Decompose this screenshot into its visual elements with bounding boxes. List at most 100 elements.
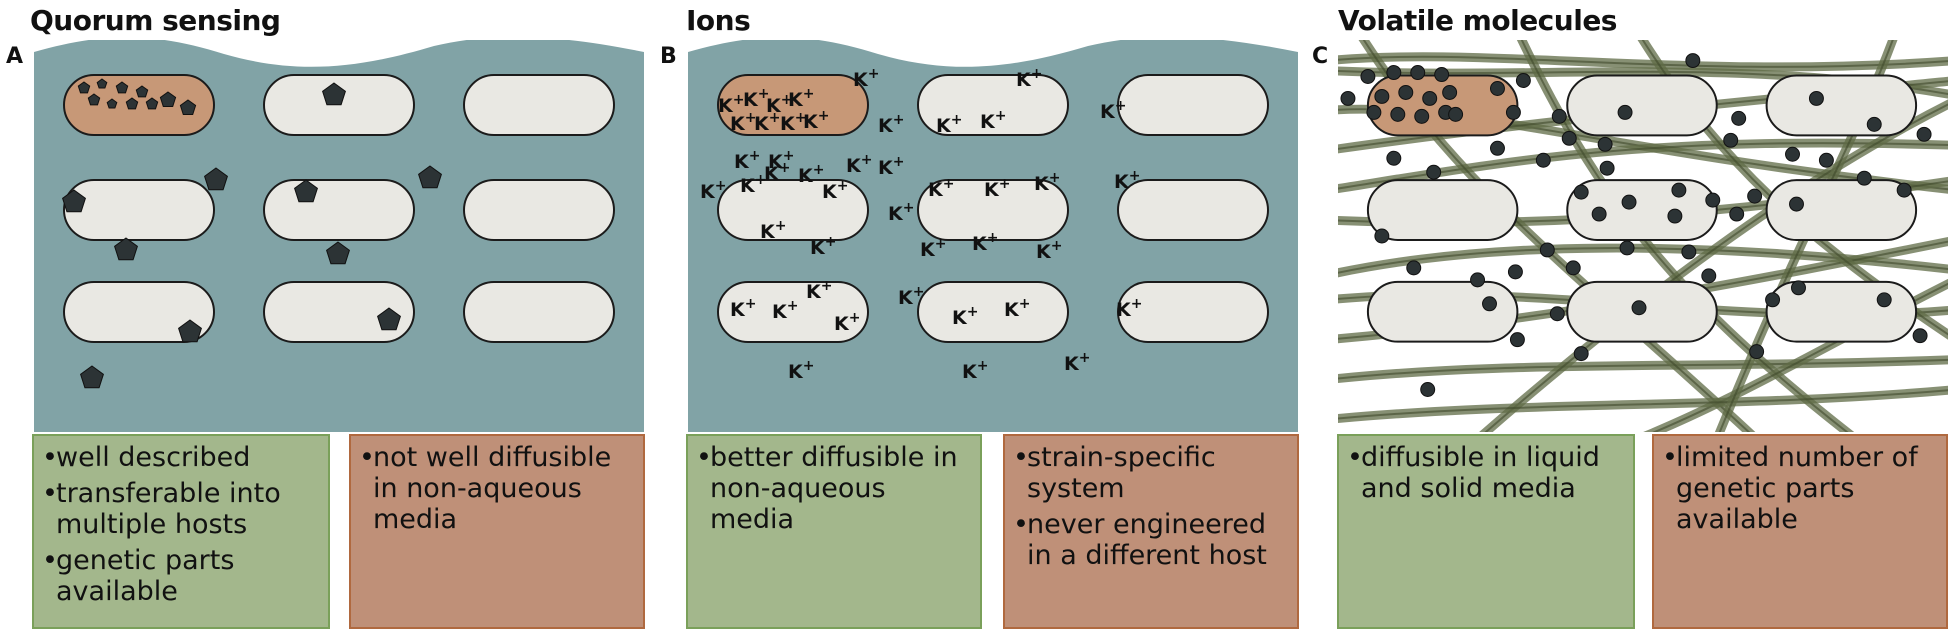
bacterial-cell — [1566, 74, 1718, 137]
volatile-dot-icon — [1705, 192, 1721, 208]
pentagon-molecule-icon — [77, 81, 91, 94]
volatile-dot-icon — [1509, 332, 1525, 348]
volatile-dot-icon — [1667, 208, 1683, 224]
potassium-ion-icon: K+ — [730, 110, 756, 135]
volatile-dot-icon — [1422, 90, 1438, 106]
con-item: not well diffusible in non-aqueous media — [359, 442, 635, 535]
volatile-dot-icon — [1374, 88, 1390, 104]
volatile-dot-icon — [1916, 126, 1932, 142]
fiber-strand — [1338, 142, 1948, 190]
con-item: never engineered in a different host — [1013, 509, 1289, 571]
fiber-strand — [1338, 389, 1948, 420]
pentagon-molecule-icon — [159, 91, 177, 107]
pentagon-molecule-icon — [135, 85, 149, 98]
volatile-dot-icon — [1374, 228, 1390, 244]
volatile-dot-icon — [1818, 152, 1834, 168]
volatile-dot-icon — [1414, 108, 1430, 124]
bacterial-cell — [1765, 74, 1918, 137]
volatile-dot-icon — [1856, 170, 1872, 186]
volatile-dot-icon — [1729, 206, 1745, 222]
volatile-dot-icon — [1912, 328, 1928, 344]
volatile-dot-icon — [1539, 242, 1555, 258]
volatile-dot-icon — [1808, 90, 1824, 106]
pentagon-molecule-icon — [96, 78, 108, 89]
volatile-dot-icon — [1785, 146, 1800, 162]
volatile-dot-icon — [1470, 272, 1486, 288]
pentagon-molecule-icon — [179, 99, 197, 115]
bacterial-cell — [63, 281, 215, 343]
panel-c-title: Volatile molecules — [1338, 4, 1617, 37]
volatile-dot-icon — [1671, 182, 1687, 198]
volatile-dot-icon — [1573, 346, 1589, 362]
volatile-dot-icon — [1398, 84, 1414, 100]
volatile-dot-icon — [1410, 65, 1426, 81]
pentagon-molecule-icon — [178, 319, 202, 343]
fiber-strand — [1338, 55, 1948, 68]
pro-item: well described — [42, 442, 320, 473]
panel-b-letter: B — [660, 44, 677, 69]
pentagon-molecule-icon — [204, 167, 228, 191]
volatile-dot-icon — [1406, 260, 1422, 276]
pentagon-molecule-icon — [377, 307, 401, 331]
volatile-dot-icon — [1573, 184, 1589, 200]
volatile-dot-icon — [1366, 104, 1382, 120]
bacterial-cell — [917, 74, 1069, 136]
bacterial-cell — [917, 179, 1069, 241]
producer-cell — [717, 74, 869, 136]
volatile-dot-icon — [1789, 196, 1804, 212]
fiber-strand — [1338, 358, 1948, 380]
bacterial-cell — [263, 281, 415, 343]
volatile-dot-icon — [1515, 73, 1531, 88]
volatile-dot-icon — [1448, 106, 1464, 122]
pentagon-molecule-icon — [145, 97, 159, 110]
volatile-dot-icon — [1420, 382, 1436, 397]
bacterial-cell — [263, 179, 415, 241]
pentagon-molecule-icon — [62, 189, 86, 213]
volatile-dot-icon — [1597, 136, 1613, 152]
bacterial-cell — [463, 179, 615, 241]
volatile-dot-icon — [1340, 90, 1356, 106]
panel-a-letter: A — [6, 44, 24, 69]
panel-b-pros-box: better diffusible in non-aqueous media — [686, 434, 982, 629]
volatile-dot-icon — [1490, 140, 1505, 156]
bacterial-cell — [463, 74, 615, 136]
panel-a-title: Quorum sensing — [30, 4, 281, 37]
volatile-dot-icon — [1723, 132, 1739, 148]
pentagon-molecule-icon — [294, 179, 318, 203]
bacterial-cell — [63, 179, 215, 241]
volatile-dot-icon — [1749, 344, 1765, 360]
panel-a-pros-box: well described transferable into multipl… — [32, 434, 330, 629]
volatile-dot-icon — [1599, 160, 1615, 176]
pentagon-molecule-icon — [106, 98, 118, 109]
volatile-dot-icon — [1747, 188, 1763, 204]
potassium-ion-icon: K+ — [878, 112, 904, 137]
volatile-dot-icon — [1619, 240, 1635, 256]
volatile-dot-icon — [1876, 292, 1892, 308]
volatile-dot-icon — [1866, 116, 1882, 132]
volatile-dot-icon — [1561, 130, 1577, 146]
bacterial-cell — [1765, 179, 1918, 241]
pentagon-molecule-icon — [418, 165, 442, 189]
volatile-dot-icon — [1360, 69, 1376, 84]
volatile-dot-icon — [1549, 306, 1565, 322]
bacterial-cell — [463, 281, 615, 343]
pro-item: better diffusible in non-aqueous media — [696, 442, 972, 535]
volatile-dot-icon — [1551, 108, 1567, 124]
volatile-dot-icon — [1482, 296, 1497, 312]
panel-b-title: Ions — [686, 4, 751, 37]
volatile-dot-icon — [1681, 244, 1697, 260]
pentagon-molecule-icon — [326, 241, 350, 265]
pro-item: transferable into multiple hosts — [42, 478, 320, 540]
pentagon-molecule-icon — [322, 82, 346, 106]
volatile-dot-icon — [1386, 65, 1402, 81]
volatile-dot-icon — [1791, 280, 1806, 296]
bacterial-cell — [717, 179, 869, 241]
volatile-dot-icon — [1701, 268, 1717, 284]
volatile-dot-icon — [1386, 150, 1402, 166]
volatile-dot-icon — [1434, 67, 1450, 83]
bacterial-cell — [1366, 179, 1519, 241]
volatile-molecules-scene — [1338, 40, 1948, 432]
volatile-dot-icon — [1631, 300, 1647, 316]
bacterial-cell — [1566, 179, 1718, 241]
panel-b-cons-box: strain-specific system never engineered … — [1003, 434, 1299, 629]
